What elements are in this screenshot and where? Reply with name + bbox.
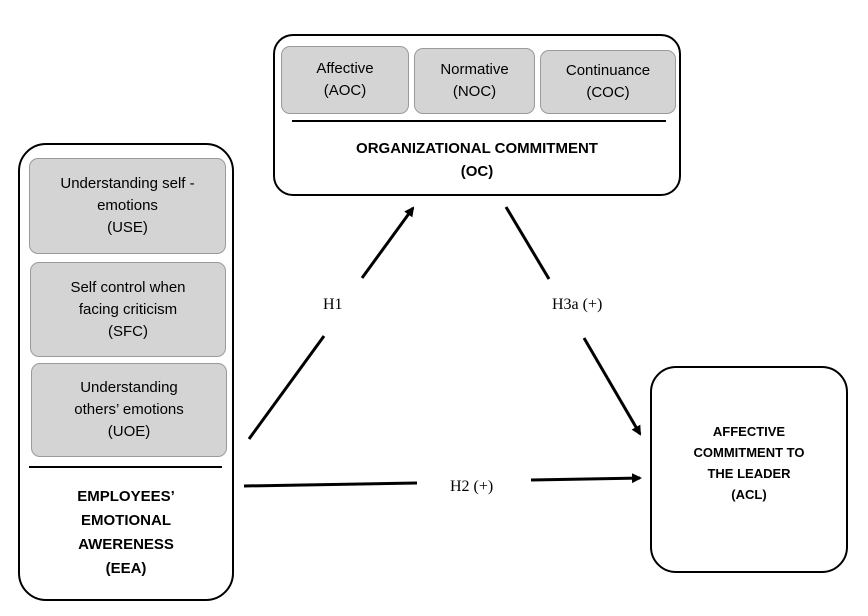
acl-title: AFFECTIVE COMMITMENT TO THE LEADER (ACL) [652, 420, 846, 506]
eea-component-use: Understanding self - emotions (USE) [29, 158, 226, 254]
eea-component-abbr: (USE) [107, 219, 148, 236]
eea-component-line2: others’ emotions [74, 401, 184, 418]
oc-component-abbr: (COC) [586, 84, 630, 101]
eea-component-uoe: Understanding others’ emotions (UOE) [31, 363, 227, 457]
oc-component-name: Continuance [565, 62, 651, 79]
eea-title-line3: AWERENESS [78, 536, 174, 553]
oc-title: ORGANIZATIONAL COMMITMENT (OC) [275, 134, 679, 186]
oc-component-continuance: Continuance (COC) [540, 50, 676, 114]
acl-box: AFFECTIVE COMMITMENT TO THE LEADER (ACL) [650, 366, 848, 573]
eea-component-abbr: (UOE) [107, 423, 151, 440]
h2-arrow-right [530, 473, 642, 484]
h2-arrow-left [243, 481, 418, 488]
eea-component-line1: Self control when [70, 278, 186, 296]
eea-title-line2: EMOTIONAL [81, 512, 171, 529]
oc-divider [292, 120, 666, 122]
eea-component-line2: emotions [97, 197, 158, 214]
oc-component-affective: Affective (AOC) [281, 46, 409, 114]
oc-component-name: Normative [440, 61, 509, 78]
oc-box: Affective (AOC) Normative (NOC) Continua… [273, 34, 681, 196]
h3a-arrow-lower [582, 337, 642, 436]
h3a-label: H3a (+) [552, 296, 603, 313]
acl-title-line3: THE LEADER [707, 466, 791, 481]
h1-arrow-upper [360, 206, 415, 279]
eea-title-line1: EMPLOYEES’ [77, 488, 175, 505]
h1-arrow-lower [247, 335, 326, 440]
eea-component-line1: Understanding self - [60, 175, 195, 192]
acl-title-line4: (ACL) [731, 487, 767, 502]
h1-label: H1 [323, 296, 343, 313]
eea-divider [29, 466, 222, 468]
oc-component-normative: Normative (NOC) [414, 48, 535, 114]
oc-component-abbr: (AOC) [323, 82, 367, 99]
eea-box: Understanding self - emotions (USE) Self… [18, 143, 234, 601]
oc-title-line1: ORGANIZATIONAL COMMITMENT [356, 140, 598, 157]
h2-label: H2 (+) [450, 478, 494, 495]
eea-component-line1: Understanding [80, 379, 178, 396]
h3a-arrow-upper [504, 206, 551, 280]
eea-component-sfc: Self control when facing criticism (SFC) [30, 262, 226, 357]
oc-title-line2: (OC) [460, 163, 494, 180]
oc-component-abbr: (NOC) [452, 83, 497, 100]
oc-component-name: Affective [316, 60, 374, 77]
acl-title-line1: AFFECTIVE [712, 424, 786, 439]
eea-title-line4: (EEA) [105, 560, 147, 577]
acl-title-line2: COMMITMENT TO [693, 445, 805, 460]
eea-component-line2: facing criticism [78, 300, 178, 318]
eea-title: EMPLOYEES’ EMOTIONAL AWERENESS (EEA) [20, 483, 232, 583]
eea-component-abbr: (SFC) [108, 322, 148, 340]
